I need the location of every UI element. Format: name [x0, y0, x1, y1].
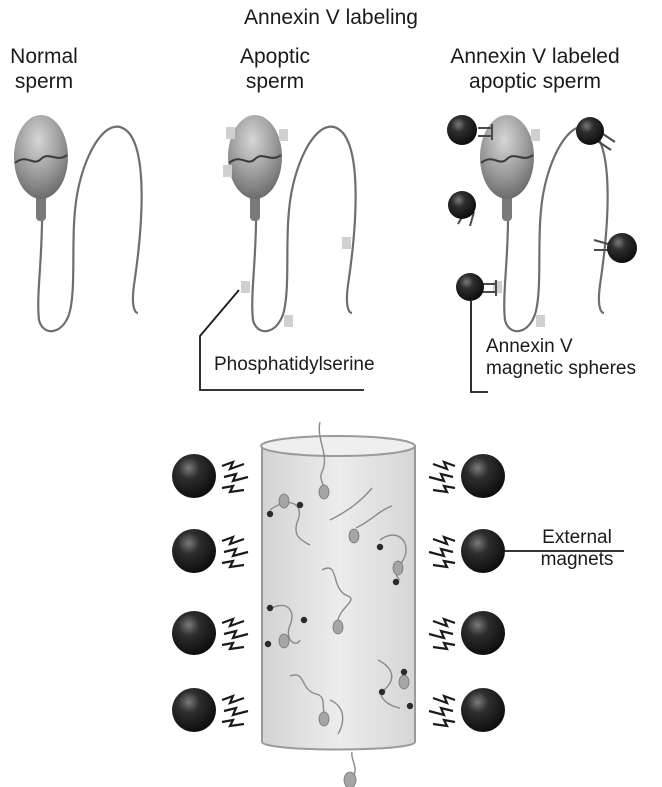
normal-sperm-label-line1: Normal	[0, 44, 88, 69]
apoptic-sperm	[223, 115, 356, 331]
external-magnets-label: External magnets	[532, 527, 622, 571]
annexin-spheres-label-line2: magnetic spheres	[486, 358, 636, 380]
phosphatidylserine-label: Phosphatidylserine	[214, 354, 375, 376]
column	[261, 422, 415, 787]
labeled-sperm-label-line1: Annexin V labeled	[430, 44, 640, 69]
annexin-spheres-label: Annexin V magnetic spheres	[486, 336, 636, 380]
external-magnets-label-line2: magnets	[532, 549, 622, 571]
labeled-sperm	[480, 115, 608, 331]
diagram-title: Annexin V labeling	[0, 5, 662, 30]
apoptic-sperm-label-line2: sperm	[220, 69, 330, 94]
external-magnets-label-line1: External	[532, 527, 622, 549]
annexin-spheres-label-line1: Annexin V	[486, 336, 636, 358]
apoptic-sperm-label: Apoptic sperm	[220, 44, 330, 94]
normal-sperm-label-line2: sperm	[0, 69, 88, 94]
labeled-sperm-label-line2: apoptic sperm	[430, 69, 640, 94]
normal-sperm	[14, 115, 142, 331]
normal-sperm-label: Normal sperm	[0, 44, 88, 94]
apoptic-sperm-label-line1: Apoptic	[220, 44, 330, 69]
labeled-sperm-label: Annexin V labeled apoptic sperm	[430, 44, 640, 94]
